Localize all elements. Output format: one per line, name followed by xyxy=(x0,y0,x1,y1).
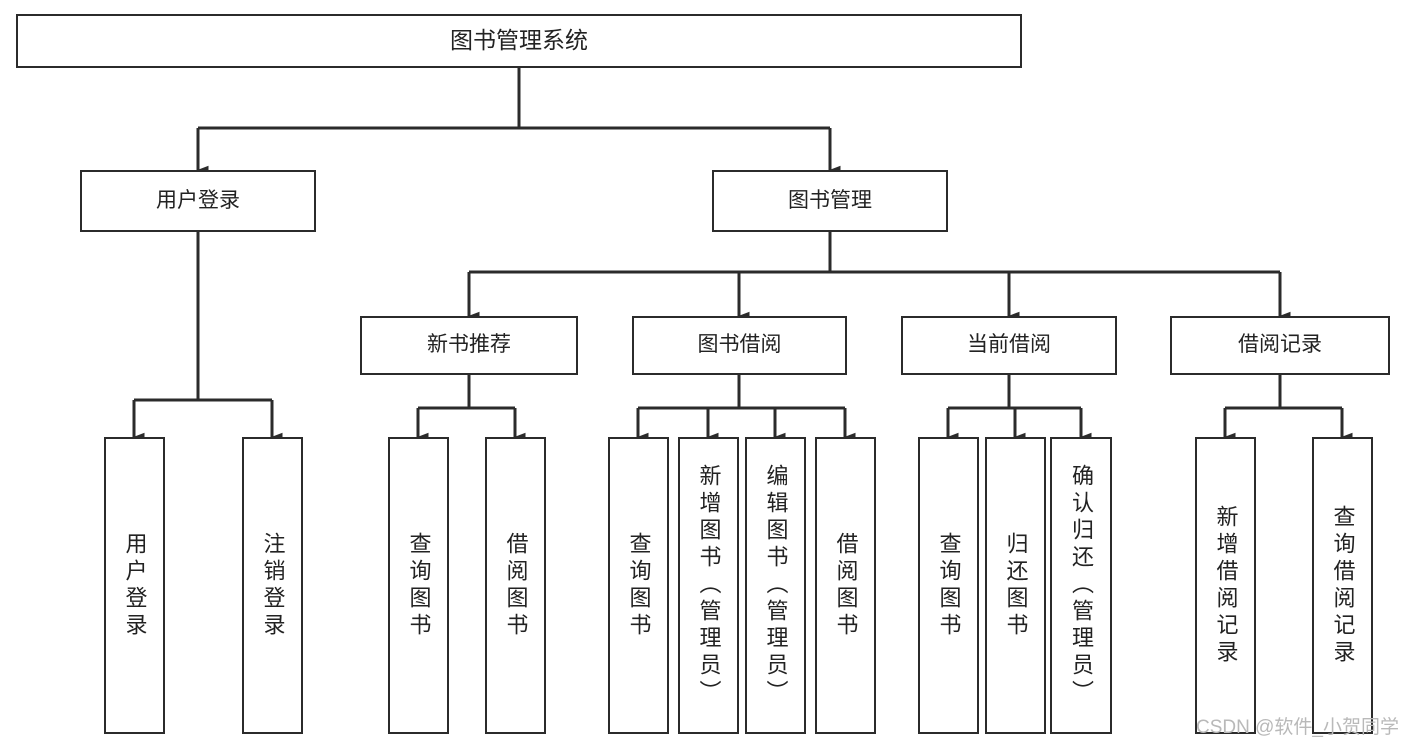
leaf-edit-book-admin[interactable]: 编辑图书（管理员） xyxy=(745,437,806,734)
leaf-user-login[interactable]: 用户登录 xyxy=(104,437,165,734)
node-label: 确认归还（管理员） xyxy=(1069,464,1094,707)
leaf-return-book[interactable]: 归还图书 xyxy=(985,437,1046,734)
node-label: 借阅图书 xyxy=(833,531,859,640)
node-label: 新增借阅记录 xyxy=(1213,504,1239,667)
node-current-borrow[interactable]: 当前借阅 xyxy=(901,316,1117,375)
node-label: 当前借阅 xyxy=(967,333,1051,357)
node-label: 用户登录 xyxy=(122,531,148,640)
node-new-book-recommend[interactable]: 新书推荐 xyxy=(360,316,578,375)
node-label: 新增图书（管理员） xyxy=(696,464,722,707)
node-label: 借阅记录 xyxy=(1238,333,1322,357)
leaf-query-book-borrow[interactable]: 查询图书 xyxy=(608,437,669,734)
leaf-query-borrow-record[interactable]: 查询借阅记录 xyxy=(1312,437,1373,734)
node-label: 用户登录 xyxy=(156,188,240,212)
node-label: 图书管理 xyxy=(788,188,872,212)
node-book-management[interactable]: 图书管理 xyxy=(712,170,948,232)
node-label: 编辑图书（管理员） xyxy=(763,464,789,707)
leaf-add-borrow-record[interactable]: 新增借阅记录 xyxy=(1195,437,1256,734)
node-label: 图书管理系统 xyxy=(450,27,588,54)
leaf-query-book-rec[interactable]: 查询图书 xyxy=(388,437,449,734)
leaf-logout[interactable]: 注销登录 xyxy=(242,437,303,734)
node-label: 查询图书 xyxy=(626,531,652,640)
node-borrow-record[interactable]: 借阅记录 xyxy=(1170,316,1390,375)
leaf-borrow-book-rec[interactable]: 借阅图书 xyxy=(485,437,546,734)
node-user-login[interactable]: 用户登录 xyxy=(80,170,316,232)
node-label: 图书借阅 xyxy=(697,333,782,357)
leaf-confirm-return-admin[interactable]: 确认归还（管理员） xyxy=(1050,437,1112,734)
node-label: 查询图书 xyxy=(406,531,432,640)
node-label: 查询图书 xyxy=(936,531,962,640)
leaf-query-book-current[interactable]: 查询图书 xyxy=(918,437,979,734)
node-label: 查询借阅记录 xyxy=(1330,504,1356,667)
node-book-borrow[interactable]: 图书借阅 xyxy=(632,316,847,375)
leaf-borrow-book[interactable]: 借阅图书 xyxy=(815,437,876,734)
node-label: 归还图书 xyxy=(1003,531,1029,640)
node-root[interactable]: 图书管理系统 xyxy=(16,14,1022,68)
node-label: 注销登录 xyxy=(260,531,286,640)
csdn-watermark: CSDN @软件_小贺同学 xyxy=(1196,717,1399,738)
node-label: 新书推荐 xyxy=(427,333,511,357)
leaf-add-book-admin[interactable]: 新增图书（管理员） xyxy=(678,437,739,734)
node-label: 借阅图书 xyxy=(503,531,529,640)
